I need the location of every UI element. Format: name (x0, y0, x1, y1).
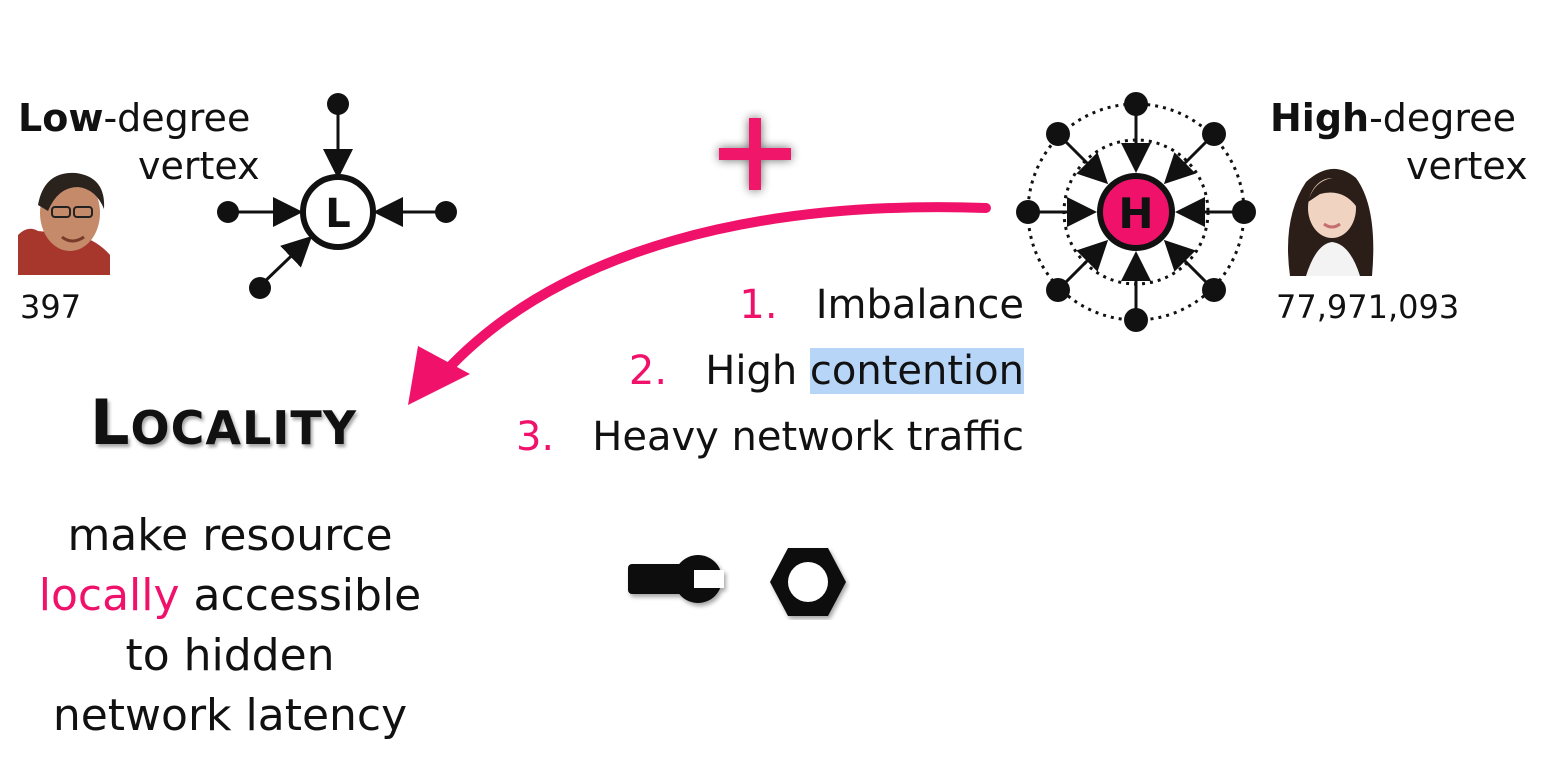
wrench-icon (628, 555, 724, 603)
locality-description: make resource locally accessible to hidd… (0, 506, 460, 746)
problem-text: Heavy network traffic (592, 414, 1024, 460)
leaf-node (1202, 278, 1226, 302)
highlighted-text: contention (809, 348, 1024, 394)
high-degree-vertex: vertex (1406, 144, 1528, 188)
problem-text: High (705, 348, 810, 394)
description-line: to hidden (125, 630, 335, 681)
leaf-node (1046, 122, 1070, 146)
low-degree-vertex: vertex (138, 144, 260, 188)
locality-heading: LOCALITY (90, 386, 357, 459)
leaf-node (1046, 278, 1070, 302)
high-degree-rest: -degree (1369, 96, 1516, 140)
leaf-node (435, 201, 457, 223)
problem-number: 3. (515, 414, 555, 460)
problem-number: 1. (739, 282, 778, 328)
list-item: 1. Imbalance (516, 282, 1024, 348)
high-degree-avatar (1276, 158, 1386, 276)
leaf-node (1124, 92, 1148, 116)
high-degree-title: High-degree (1270, 96, 1516, 140)
low-degree-avatar (18, 165, 110, 275)
leaf-node (1232, 200, 1256, 224)
description-pink: locally (38, 570, 180, 621)
locality-first: L (90, 386, 131, 459)
low-degree-node-label: L (325, 191, 351, 237)
low-degree-rest: -degree (103, 96, 251, 140)
description-line: make resource (67, 510, 393, 561)
problem-text: Imbalance (815, 282, 1024, 328)
hex-nut-icon (770, 548, 846, 616)
plus-icon (719, 118, 791, 190)
low-degree-graph: L (217, 93, 457, 299)
description-rest: accessible (179, 570, 422, 621)
list-item: 2. High contention (516, 348, 1024, 414)
list-item: 3. Heavy network traffic (516, 414, 1024, 480)
leaf-node (327, 93, 349, 115)
leaf-node (1202, 122, 1226, 146)
problem-number: 2. (628, 348, 668, 394)
description-line: locally accessible (0, 566, 460, 626)
problem-list: 1. Imbalance 2. High contention 3. Heavy… (516, 282, 1024, 480)
low-degree-bold: Low (18, 96, 104, 140)
high-degree-count: 77,971,093 (1276, 288, 1460, 326)
high-degree-graph: H (1016, 92, 1256, 332)
leaf-node (1124, 308, 1148, 332)
low-degree-count: 397 (20, 288, 82, 326)
locality-rest: OCALITY (130, 401, 358, 455)
leaf-node (217, 201, 239, 223)
low-degree-title: Low-degree (18, 96, 250, 140)
high-degree-node (1097, 173, 1175, 251)
high-degree-bold: High (1270, 96, 1370, 140)
low-degree-node (300, 174, 376, 250)
leaf-node (1016, 200, 1040, 224)
description-line: network latency (52, 690, 408, 741)
high-degree-node-label: H (1118, 189, 1153, 238)
leaf-node (249, 277, 271, 299)
